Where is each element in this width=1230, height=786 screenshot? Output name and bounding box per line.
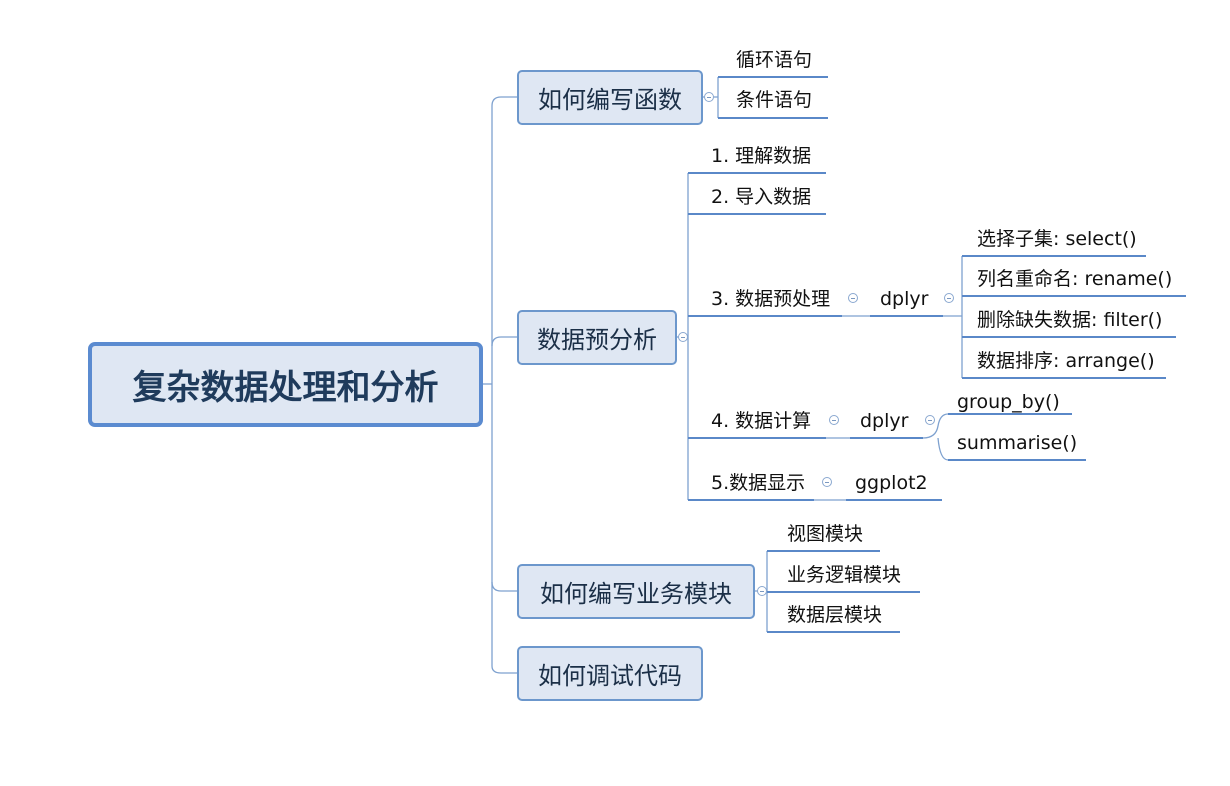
node-pre-analysis[interactable]: 数据预分析 (517, 310, 677, 365)
func-rename[interactable]: 列名重命名: rename() (977, 268, 1173, 290)
link-compute-children (922, 413, 949, 461)
func-summarise[interactable]: summarise() (957, 432, 1078, 454)
step-display[interactable]: 5.数据显示 (711, 472, 806, 494)
leaf-business-logic-module[interactable]: 业务逻辑模块 (787, 564, 902, 586)
step-understand-data[interactable]: 1. 理解数据 (711, 145, 812, 167)
node-business-module[interactable]: 如何编写业务模块 (517, 564, 755, 619)
leaf-data-layer-module[interactable]: 数据层模块 (787, 604, 883, 626)
leaf-view-module[interactable]: 视图模块 (787, 523, 864, 545)
func-group-by[interactable]: group_by() (957, 391, 1060, 413)
step-import-data[interactable]: 2. 导入数据 (711, 186, 812, 208)
tool-ggplot2[interactable]: ggplot2 (855, 472, 928, 494)
leaf-loop-statement[interactable]: 循环语句 (736, 49, 813, 71)
collapse-toggle-preprocess[interactable] (848, 293, 858, 303)
link-to-write-function (491, 96, 517, 107)
step-compute[interactable]: 4. 数据计算 (711, 410, 812, 432)
link-to-pre-analysis (491, 336, 517, 347)
node-write-function[interactable]: 如何编写函数 (517, 70, 703, 125)
tool-dplyr-preprocess[interactable]: dplyr (880, 288, 929, 310)
step-preprocess[interactable]: 3. 数据预处理 (711, 288, 831, 310)
func-arrange[interactable]: 数据排序: arrange() (977, 350, 1155, 372)
node-debug[interactable]: 如何调试代码 (517, 646, 703, 701)
collapse-toggle-pre-analysis[interactable] (678, 332, 688, 342)
collapse-toggle-compute[interactable] (829, 415, 839, 425)
link-preprocess-children (943, 256, 963, 378)
collapse-toggle-dplyr-preprocess[interactable] (944, 293, 954, 303)
leaf-condition-statement[interactable]: 条件语句 (736, 89, 813, 111)
collapse-toggle-write-function[interactable] (704, 92, 714, 102)
link-to-debug (491, 665, 517, 674)
root-node[interactable]: 复杂数据处理和分析 (88, 342, 483, 427)
func-select[interactable]: 选择子集: select() (977, 228, 1137, 250)
collapse-toggle-dplyr-compute[interactable] (925, 415, 935, 425)
func-filter[interactable]: 删除缺失数据: filter() (977, 309, 1163, 331)
tool-dplyr-compute[interactable]: dplyr (860, 410, 909, 432)
link-to-business-module (491, 581, 517, 592)
collapse-toggle-display[interactable] (822, 477, 832, 487)
collapse-toggle-business-module[interactable] (757, 586, 767, 596)
